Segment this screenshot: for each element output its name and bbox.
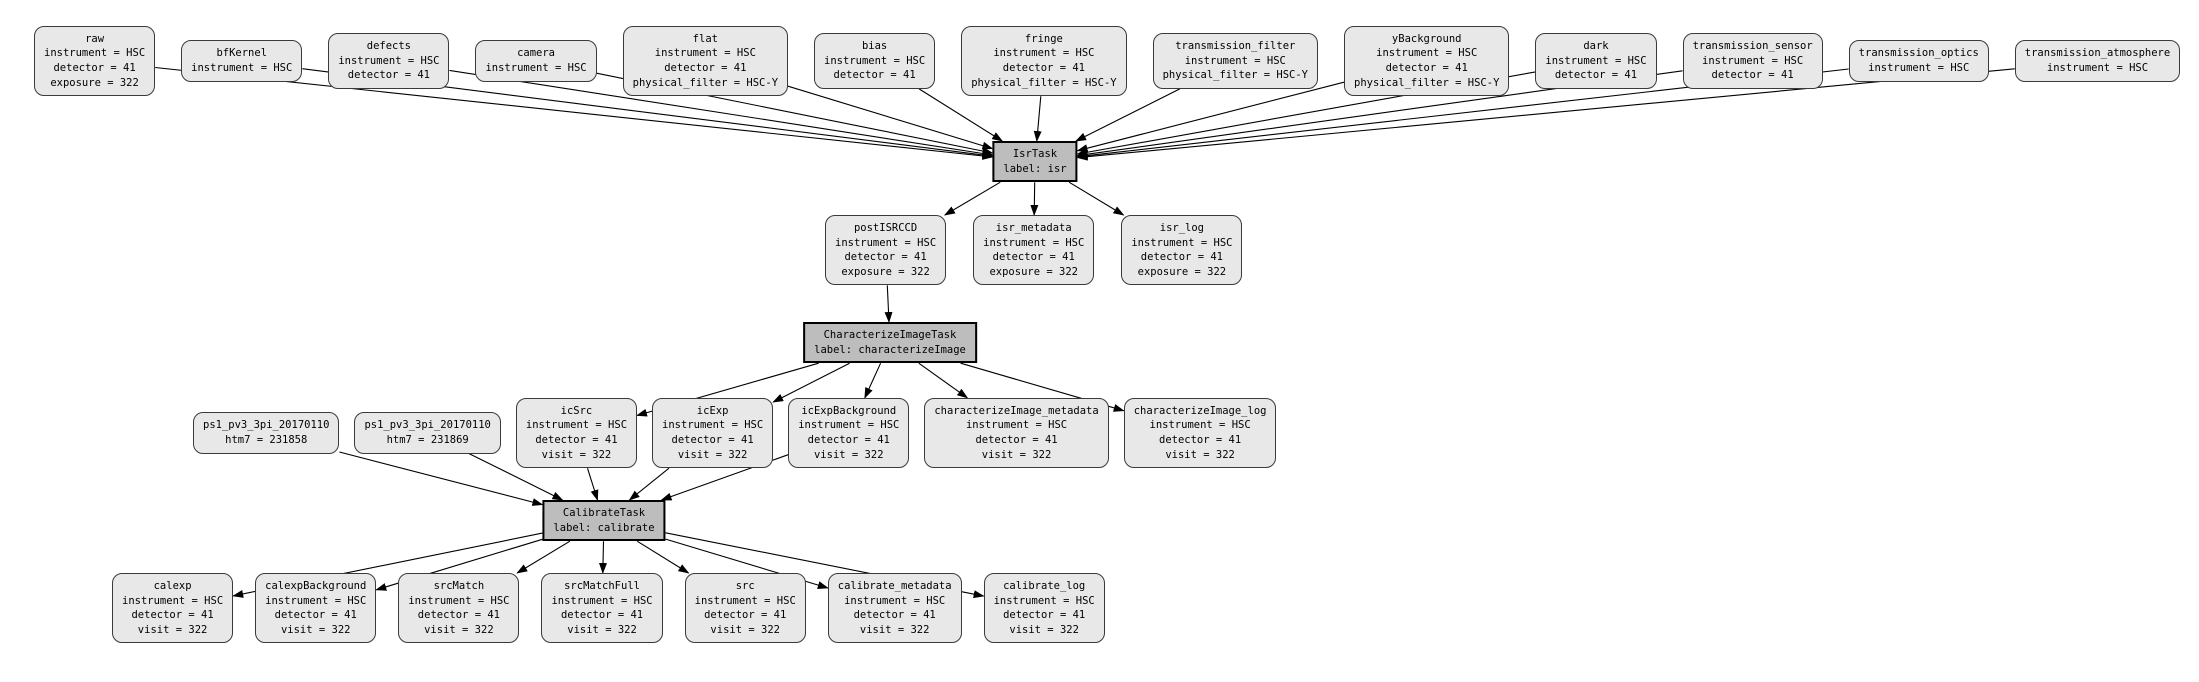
node-text: calibrate_log instrument = HSC detector … <box>993 580 1095 636</box>
node-text: defects instrument = HSC detector = 41 <box>338 40 440 82</box>
dataset-node-icsrc: icSrc instrument = HSC detector = 41 vis… <box>515 397 638 469</box>
dataset-node-transmission-optics: transmission_optics instrument = HSC <box>1848 40 1989 82</box>
edge-raw-to-isr <box>155 66 994 160</box>
dataset-node-calexpbackground: calexpBackground instrument = HSC detect… <box>255 573 377 644</box>
edge-yBackground-to-isr <box>1076 81 1345 153</box>
dataset-node-transmission-atmosphere: transmission_atmosphere instrument = HSC <box>2014 40 2181 82</box>
dataset-node-characterizeimage-log: characterizeImage_log instrument = HSC d… <box>1123 397 1277 469</box>
node-text: bfKernel instrument = HSC <box>191 47 293 74</box>
node-text: transmission_filter instrument = HSC phy… <box>1162 40 1308 82</box>
dataset-node-ybackground: yBackground instrument = HSC detector = … <box>1344 25 1510 97</box>
node-text: ps1_pv3_3pi_20170110 htm7 = 231858 <box>203 419 330 446</box>
node-text: characterizeImage_log instrument = HSC d… <box>1133 404 1267 461</box>
dataset-node-dark: dark instrument = HSC detector = 41 <box>1535 33 1657 89</box>
node-text: icSrc instrument = HSC detector = 41 vis… <box>525 404 628 461</box>
task-node-isr: IsrTask label: isr <box>992 141 1078 183</box>
dataset-node-srcmatchfull: srcMatchFull instrument = HSC detector =… <box>541 573 663 644</box>
task-node-characterize-image: CharacterizeImageTask label: characteriz… <box>803 322 977 364</box>
edge-bias-to-isr <box>918 88 1004 142</box>
node-text: src instrument = HSC detector = 41 visit… <box>694 580 796 636</box>
node-text: srcMatch instrument = HSC detector = 41 … <box>408 580 510 636</box>
edge-ps1_b-to-calibrate <box>468 453 564 501</box>
node-text: bias instrument = HSC detector = 41 <box>824 40 926 82</box>
edge-calibrate-to-srcMatch <box>516 540 571 574</box>
dataset-node-bfkernel: bfKernel instrument = HSC <box>181 40 303 82</box>
dataset-node-src: src instrument = HSC detector = 41 visit… <box>684 573 806 644</box>
dataset-node-defects: defects instrument = HSC detector = 41 <box>328 33 450 89</box>
node-text: CharacterizeImageTask label: characteriz… <box>814 329 966 356</box>
isr-output-datasets-row: postISRCCD instrument = HSC detector = 4… <box>825 215 1243 286</box>
dataset-node-calexp: calexp instrument = HSC detector = 41 vi… <box>112 573 234 644</box>
node-text: calibrate_metadata instrument = HSC dete… <box>837 580 952 636</box>
dataset-node-transmission-filter: transmission_filter instrument = HSC phy… <box>1152 33 1318 89</box>
edge-icSrc-to-calibrate <box>586 468 599 501</box>
node-text: transmission_atmosphere instrument = HSC <box>2024 47 2171 74</box>
edge-transmission_filter-to-isr <box>1075 88 1181 142</box>
calibrate-output-datasets-row: calexp instrument = HSC detector = 41 vi… <box>112 573 1105 644</box>
edge-fringe-to-isr <box>1033 96 1042 142</box>
node-text: transmission_sensor instrument = HSC det… <box>1692 40 1813 82</box>
node-text: calexp instrument = HSC detector = 41 vi… <box>122 580 224 636</box>
dataset-node-icexp: icExp instrument = HSC detector = 41 vis… <box>652 397 774 469</box>
node-text: characterizeImage_metadata instrument = … <box>934 404 1099 461</box>
node-text: icExpBackground instrument = HSC detecto… <box>798 404 900 461</box>
dataset-node-flat: flat instrument = HSC detector = 41 phys… <box>622 25 789 97</box>
edge-transmission_atmosphere-to-isr <box>1076 68 2015 161</box>
dataset-node-postisrccd: postISRCCD instrument = HSC detector = 4… <box>825 215 947 286</box>
node-text: IsrTask label: isr <box>1003 148 1067 175</box>
edge-ps1_a-to-calibrate <box>339 451 544 506</box>
task-node-calibrate: CalibrateTask label: calibrate <box>542 500 666 542</box>
edge-postISRCCD-to-characterizeImage <box>884 285 893 323</box>
edge-calibrate-to-srcMatchFull <box>599 541 608 574</box>
node-text: srcMatchFull instrument = HSC detector =… <box>551 580 653 636</box>
isr-input-datasets-row: raw instrument = HSC detector = 41 expos… <box>34 25 2181 97</box>
characterize-output-datasets-row: ps1_pv3_3pi_20170110 htm7 = 231858 ps1_p… <box>193 397 1277 469</box>
dataset-node-bias: bias instrument = HSC detector = 41 <box>814 33 936 89</box>
edge-characterizeImage-to-icExp <box>772 362 850 403</box>
dataset-node-icexpbackground: icExpBackground instrument = HSC detecto… <box>788 397 910 469</box>
dataset-node-camera: camera instrument = HSC <box>475 40 597 82</box>
node-text: calexpBackground instrument = HSC detect… <box>265 580 367 636</box>
edge-characterizeImage-to-characterizeImage_metadata <box>918 362 969 399</box>
edge-icExp-to-calibrate <box>628 467 670 501</box>
node-text: transmission_optics instrument = HSC <box>1858 47 1979 74</box>
node-text: camera instrument = HSC <box>485 47 587 74</box>
edge-isr-to-postISRCCD <box>944 181 1001 216</box>
node-text: yBackground instrument = HSC detector = … <box>1354 32 1500 89</box>
node-text: icExp instrument = HSC detector = 41 vis… <box>662 404 764 461</box>
node-text: fringe instrument = HSC detector = 41 ph… <box>971 32 1117 89</box>
dataset-node-calibrate-metadata: calibrate_metadata instrument = HSC dete… <box>827 573 962 644</box>
node-text: CalibrateTask label: calibrate <box>553 507 655 534</box>
node-text: dark instrument = HSC detector = 41 <box>1545 40 1647 82</box>
dataset-node-ps1-refcat-231858: ps1_pv3_3pi_20170110 htm7 = 231858 <box>193 412 340 454</box>
dataset-node-fringe: fringe instrument = HSC detector = 41 ph… <box>961 25 1127 97</box>
dataset-node-raw: raw instrument = HSC detector = 41 expos… <box>34 25 156 97</box>
edge-isr-to-isr_log <box>1068 181 1125 216</box>
node-text: isr_metadata instrument = HSC detector =… <box>983 222 1085 278</box>
edge-calibrate-to-src <box>636 540 690 574</box>
dataset-node-isr-log: isr_log instrument = HSC detector = 41 e… <box>1121 215 1243 286</box>
dataset-node-transmission-sensor: transmission_sensor instrument = HSC det… <box>1682 33 1823 89</box>
node-text: raw instrument = HSC detector = 41 expos… <box>44 32 146 89</box>
edge-characterizeImage-to-icExpBackground <box>864 362 882 399</box>
dataset-node-characterizeimage-metadata: characterizeImage_metadata instrument = … <box>924 397 1109 469</box>
node-text: flat instrument = HSC detector = 41 phys… <box>632 32 779 89</box>
edge-flat-to-isr <box>787 85 994 150</box>
dataset-node-ps1-refcat-231869: ps1_pv3_3pi_20170110 htm7 = 231869 <box>354 412 501 454</box>
node-text: ps1_pv3_3pi_20170110 htm7 = 231869 <box>364 419 491 446</box>
node-text: postISRCCD instrument = HSC detector = 4… <box>835 222 937 278</box>
dataset-node-srcmatch: srcMatch instrument = HSC detector = 41 … <box>398 573 520 644</box>
dataset-node-isr-metadata: isr_metadata instrument = HSC detector =… <box>973 215 1095 286</box>
node-text: isr_log instrument = HSC detector = 41 e… <box>1131 222 1233 278</box>
dataset-node-calibrate-log: calibrate_log instrument = HSC detector … <box>983 573 1105 644</box>
edge-defects-to-isr <box>449 69 994 158</box>
edge-isr-to-isr_metadata <box>1030 182 1039 216</box>
